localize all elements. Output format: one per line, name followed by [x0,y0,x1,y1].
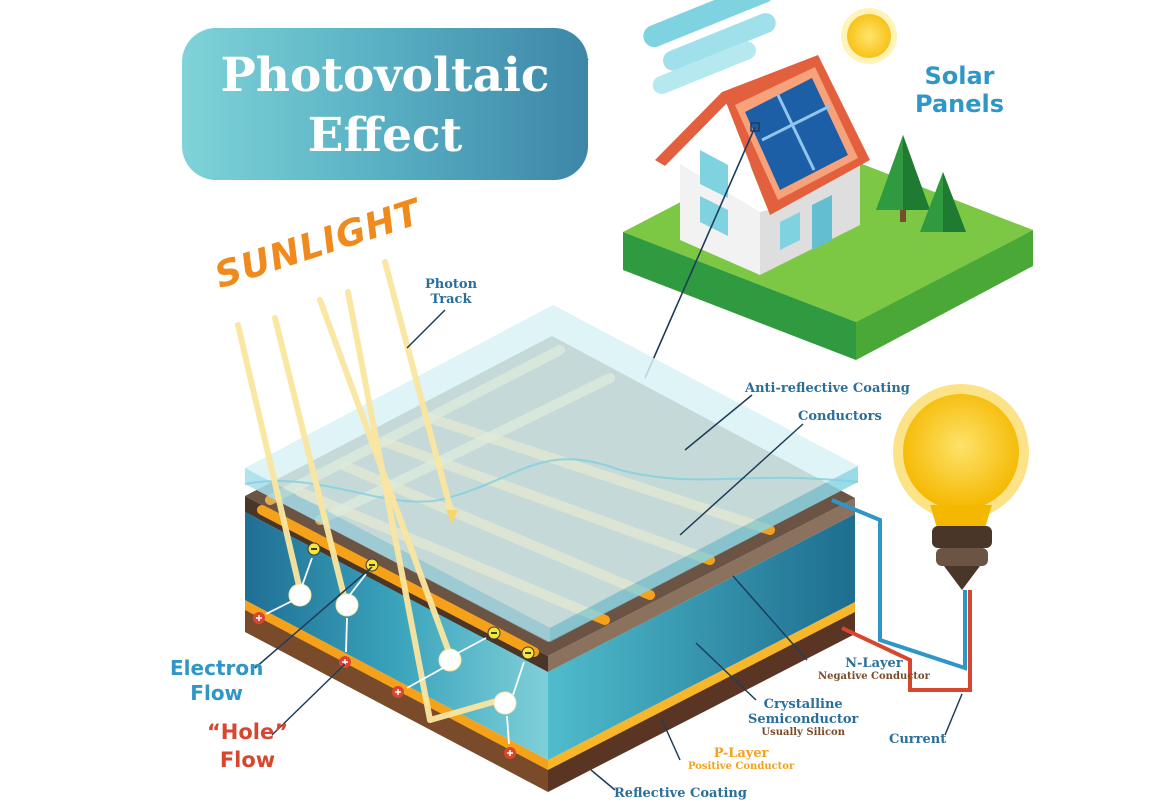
crystalline-label: Crystalline Semiconductor Usually Silico… [748,697,858,739]
zoom-marker [750,122,760,132]
p-layer-title: P-Layer [713,746,769,761]
page-title: Photovoltaic Effect [182,46,588,166]
label-pointers [254,394,963,791]
title-line-1: Photovoltaic [220,48,550,103]
hole-flow-line-1: “Hole” [207,720,289,744]
crystalline-line-1: Crystalline [763,697,843,712]
crystalline-sub: Usually Silicon [761,727,845,738]
hole-flow-label: “Hole” Flow [207,718,288,774]
electron-flow-line-2: Flow [190,681,244,705]
house [655,55,870,275]
trees [876,135,966,232]
electron-flow-line-1: Electron [170,656,264,680]
solar-panels-line-2: Panels [915,90,1005,118]
reflective-coating-label: Reflective Coating [614,786,747,801]
photon-impacts [288,583,517,715]
title-line-2: Effect [307,108,463,163]
p-layer-label: P-Layer Positive Conductor [688,746,794,773]
photon-track-pointer [406,309,446,349]
title-banner [182,28,588,180]
p-layer-sub: Positive Conductor [688,761,795,772]
conductors-label: Conductors [798,409,882,424]
zoom-line [644,126,756,379]
clouds [643,0,776,94]
photon-track-line-1: Photon [425,277,478,292]
light-bulb-icon [893,384,1029,590]
n-layer-title: N-Layer [845,656,903,671]
photon-track-line-2: Track [430,292,472,307]
solar-panels-line-1: Solar [924,62,995,90]
current-label: Current [889,732,947,747]
hole-markers [253,612,516,759]
photon-arrow [446,510,458,524]
sun-icon [841,8,897,64]
sunlight-rays [235,259,503,723]
electron-flow-label: Electron Flow [170,656,263,706]
photon-track-label: Photon Track [425,277,477,307]
circuit-wires [831,498,972,692]
crystalline-line-2: Semiconductor [748,712,859,727]
n-layer-sub: Negative Conductor [818,671,930,682]
hole-flow-line-2: Flow [219,748,276,772]
n-layer-label: N-Layer Negative Conductor [818,656,930,683]
electron-markers [307,542,535,660]
carrier-arrows [265,557,525,745]
anti-reflective-label: Anti-reflective Coating [745,381,910,396]
solar-panels-label: Solar Panels [915,62,1004,118]
